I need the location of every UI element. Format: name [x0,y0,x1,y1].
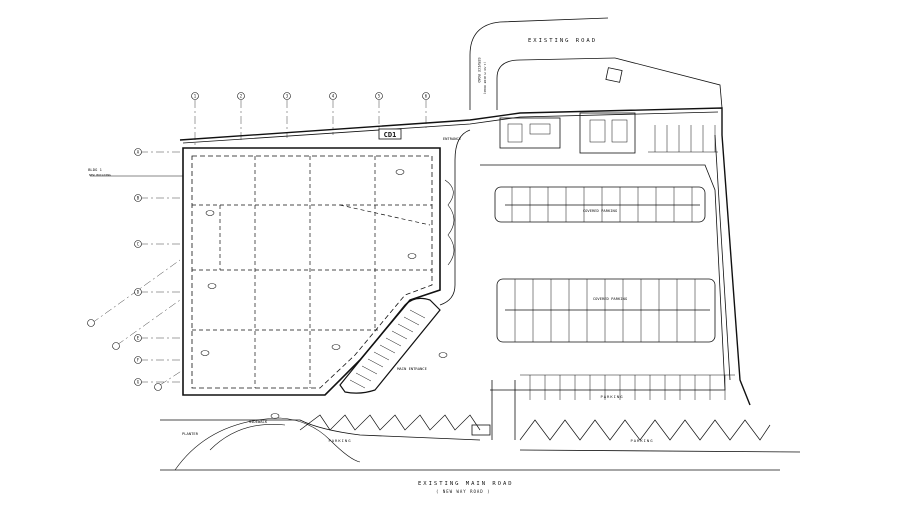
grid-bubble-label: 2 [240,94,243,99]
grid-bubble: F [134,356,142,364]
guard-house [499,117,561,149]
north-parking-stalls [648,125,718,153]
tag-cd1-box: CD1 [378,128,402,140]
driveway-landscape [444,179,455,266]
grid-bubbles-left: A B C D E F G [87,148,162,391]
grid-bubble: G [134,378,142,386]
building-inner-outline [191,155,433,389]
label-building-tag: BLDG 1 [88,167,102,172]
lower-road-edge [160,419,801,453]
grid-bubble: D [134,288,142,296]
entrance-stairs [349,309,426,389]
label-sidewalk: SIDEWALK [249,419,268,424]
site-boundary [179,107,751,406]
main-entrance-ramp [339,297,441,394]
sawtooth-parking-right [519,419,771,441]
sawtooth-parking-left [299,414,481,431]
grid-bubble-label: G [137,380,140,385]
grid-bubble-label: E [137,336,140,341]
label-parking-lower-left: PARKING [328,438,351,443]
grid-bubble-label: 3 [286,94,289,99]
grid-bubble: E [134,334,142,342]
grid-bubble-label: 6 [425,94,428,99]
grid-bubble [87,319,95,327]
grid-bubble-label: A [137,150,140,155]
gate-box [471,424,491,436]
label-planter: PLANTER [182,431,199,436]
label-building-tag-sub: NEW BUILDING [89,173,111,177]
parking-aisle-outline [480,164,726,391]
label-parking-lower-right: PARKING [630,438,653,443]
tag-cd1: CD1 [384,131,397,139]
grid-bubble-label: 1 [194,94,197,99]
grid-bubble: 4 [329,92,337,100]
site-boundary-inner [182,111,719,144]
grid-bubble: 6 [422,92,430,100]
grid-bubble-label: 5 [378,94,381,99]
existing-road-inner-curb [496,57,616,110]
grid-bubble-label: D [137,290,140,295]
covered-parking-2 [496,278,716,343]
grid-bubble: 5 [375,92,383,100]
grid-bubble: 2 [237,92,245,100]
label-main-road-sub: ( NEW WAY ROAD ) [436,489,491,494]
label-service-road-sub: (1.50 M WIDE ROAD) [483,62,487,95]
grid-bubble: 3 [283,92,291,100]
covered-parking-1 [494,186,706,223]
label-existing-road: EXISTING ROAD [528,38,598,44]
grid-lines [91,100,427,386]
existing-structure [605,67,623,83]
label-existing-main-road: EXISTING MAIN ROAD [418,481,514,487]
lower-curb-left [174,417,361,471]
room-tags [200,169,448,419]
east-parking-stalls [520,374,735,400]
grid-bubbles-top: 1 2 3 4 5 6 [191,92,430,100]
grid-bubble-label: F [137,358,140,363]
lower-curb-arc [209,424,286,451]
site-east-boundary-inner [714,134,731,381]
grid-bubble-label: 4 [332,94,335,99]
grid-bubble: A [134,148,142,156]
existing-road-outer-edge [614,57,723,109]
label-parking: PARKING [600,394,623,399]
utility-building [579,112,636,154]
grid-bubble [112,342,120,350]
grid-bubble [154,383,162,391]
label-service-road: SERVICE ROAD [477,57,481,82]
label-entrance: ENTRANCE [443,136,462,141]
grid-bubble-label: C [137,242,140,247]
grid-bubble: C [134,240,142,248]
label-covered-parking-1: COVERED PARKING [583,208,618,213]
driveway-curve [439,129,471,306]
grid-bubble: B [134,194,142,202]
label-covered-parking-2: COVERED PARKING [593,296,628,301]
grid-bubble: 1 [191,92,199,100]
grid-bubble-label: B [137,196,140,201]
label-main-entrance: MAIN ENTRANCE [397,366,427,371]
existing-road-curb [469,17,609,110]
